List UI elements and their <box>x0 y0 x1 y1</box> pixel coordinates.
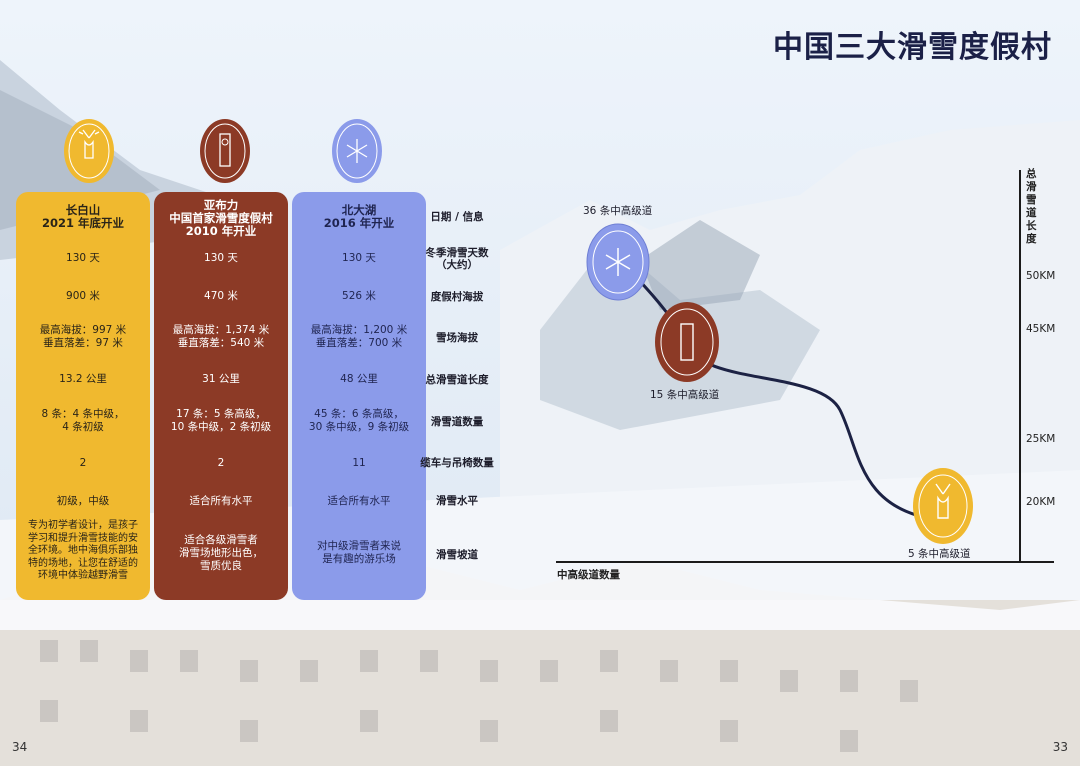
run-notes: 适合各级滑雪者滑雪场地形出色， 雪质优良 <box>179 534 263 572</box>
opening-date: 2010 年开业 <box>185 224 257 238</box>
resort-subtitle: 中国首家滑雪度假村 <box>169 211 273 225</box>
resort-elevation: 470 米 <box>204 290 238 302</box>
column-header: 北大湖 2016 年开业 <box>292 192 426 242</box>
lift-count: 11 <box>352 457 366 469</box>
ski-area-elevation: 最高海拔：997 米垂直落差：97 米 <box>39 324 127 349</box>
y-tick-45km: 45KM <box>1026 323 1056 335</box>
row-label-ski-area-elevation: 雪场海拔 <box>436 332 478 344</box>
beidahu-snowflake-badge-icon <box>332 119 382 183</box>
page-number-right: 33 <box>1052 740 1068 754</box>
point-changbaishan <box>913 468 973 544</box>
resort-elevation: 900 米 <box>66 290 100 302</box>
resort-name: 亚布力 <box>203 198 239 212</box>
resort-name: 北大湖 <box>341 203 377 217</box>
resort-name: 长白山 <box>65 203 101 217</box>
x-axis-label: 中高级道数量 <box>557 569 620 581</box>
lift-count: 2 <box>217 457 225 469</box>
row-label-run-count: 滑雪道数量 <box>430 416 484 428</box>
column-changbaishan: 长白山 2021 年底开业 130 天 900 米 最高海拔：997 米垂直落差… <box>16 192 150 600</box>
run-count: 17 条：5 条高级，10 条中级，2 条初级 <box>170 408 272 433</box>
point-yabuli <box>655 302 719 382</box>
row-label-lift-count: 缆车与吊椅数量 <box>420 457 494 469</box>
ski-area-elevation: 最高海拔：1,200 米垂直落差：700 米 <box>310 324 408 349</box>
y-axis-label: 总滑雪道长度 <box>1026 168 1037 245</box>
changbaishan-deer-badge-icon <box>64 119 114 183</box>
row-label-ski-level: 滑雪水平 <box>436 495 478 507</box>
total-length: 48 公里 <box>340 373 378 385</box>
page-title: 中国三大滑雪度假村 <box>773 30 1052 65</box>
season-days: 130 天 <box>204 252 238 264</box>
column-beidahu: 北大湖 2016 年开业 130 天 526 米 最高海拔：1,200 米垂直落… <box>292 192 426 600</box>
total-length: 31 公里 <box>202 373 240 385</box>
lift-count: 2 <box>79 457 87 469</box>
row-label-season-days: 冬季滑雪天数（大约） <box>425 247 489 271</box>
ski-level: 适合所有水平 <box>327 495 391 507</box>
point-label-beidahu: 36 条中高级道 <box>583 205 653 217</box>
season-days: 130 天 <box>66 252 100 264</box>
point-label-yabuli: 15 条中高级道 <box>650 389 720 401</box>
opening-date: 2016 年开业 <box>323 216 395 230</box>
run-count: 8 条：4 条中级，4 条初级 <box>41 408 125 433</box>
point-label-changbaishan: 5 条中高级道 <box>908 548 971 560</box>
row-label-dates: 日期 / 信息 <box>430 211 484 223</box>
column-header: 长白山 2021 年底开业 <box>16 192 150 242</box>
opening-date: 2021 年底开业 <box>41 216 124 230</box>
season-days: 130 天 <box>342 252 376 264</box>
row-label-run-notes: 滑雪坡道 <box>436 549 478 561</box>
run-count: 45 条：6 条高级，30 条中级，9 条初级 <box>308 408 410 433</box>
yabuli-tower-badge-icon <box>200 119 250 183</box>
y-tick-50km: 50KM <box>1026 270 1056 282</box>
page-number-left: 34 <box>12 740 28 754</box>
ski-level: 适合所有水平 <box>189 495 253 507</box>
point-beidahu <box>586 223 650 301</box>
ski-area-elevation: 最高海拔：1,374 米垂直落差：540 米 <box>172 324 270 349</box>
column-yabuli: 亚布力 中国首家滑雪度假村 2010 年开业 130 天 470 米 最高海拔：… <box>154 192 288 600</box>
y-tick-20km: 20KM <box>1026 496 1056 508</box>
column-header: 亚布力 中国首家滑雪度假村 2010 年开业 <box>154 192 288 242</box>
row-label-total-length: 总滑雪道长度 <box>425 374 489 386</box>
run-notes: 对中级滑雪者来说是有趣的游乐场 <box>317 540 401 565</box>
run-notes: 专为初学者设计，是孩子学习和提升滑雪技能的安 全环境。地中海俱乐部独特的场地，让… <box>28 520 138 581</box>
total-length: 13.2 公里 <box>59 373 107 385</box>
resort-elevation: 526 米 <box>342 290 376 302</box>
row-label-resort-elevation: 度假村海拔 <box>430 291 484 303</box>
ski-level: 初级，中级 <box>56 495 110 507</box>
y-tick-25km: 25KM <box>1026 433 1056 445</box>
